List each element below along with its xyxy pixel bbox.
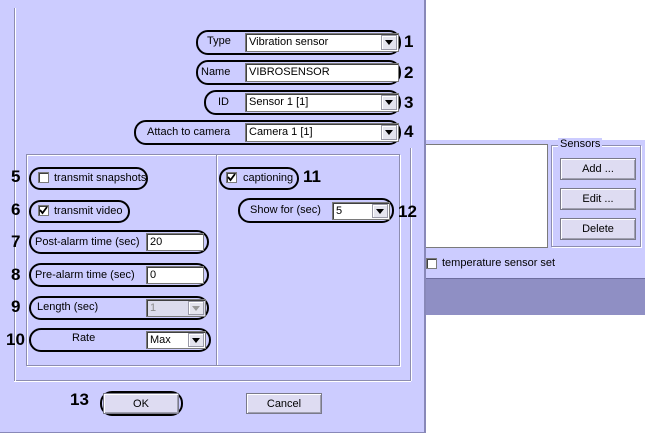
check-icon [39,206,48,215]
ok-highlight [100,391,183,416]
captioning-label: captioning [243,172,294,184]
chevron-down-icon[interactable] [381,35,397,50]
transmit-video-checkbox[interactable] [38,205,49,216]
id-value: Sensor 1 [1] [249,96,309,108]
length-highlight [29,296,209,320]
dialog-frame-right [410,148,411,381]
captioning-highlight [219,167,299,190]
id-highlight [204,90,401,115]
background-strip [426,278,645,315]
transmit-snapshots-label: transmit snapshots [54,172,147,184]
camera-value: Camera 1 [1] [249,126,313,138]
chevron-down-icon[interactable] [188,301,204,315]
edit-sensor-button[interactable]: Edit ... [560,188,636,210]
camera-select[interactable]: Camera 1 [1] [245,123,399,142]
chevron-down-icon[interactable] [188,333,204,347]
callout-11: 11 [303,167,321,186]
group-divider [216,155,217,365]
camera-highlight [134,120,401,145]
transmit-video-label: transmit video [54,205,123,217]
length-value: 1 [150,302,157,314]
check-icon [227,173,236,182]
snapshots-highlight [29,167,148,190]
delete-sensor-button[interactable]: Delete [560,218,636,240]
callout-1: 1 [404,32,414,51]
length-select[interactable]: 1 [146,299,206,317]
length-label: Length (sec) [37,301,99,313]
post-alarm-label: Post-alarm time (sec) [35,236,140,248]
callout-12: 12 [398,202,417,221]
show-for-select[interactable]: 5 [332,202,390,220]
temperature-sensor-checkbox[interactable] [426,258,437,269]
rate-value: Max [150,334,171,346]
chevron-down-icon[interactable] [381,95,397,110]
camera-label: Attach to camera [147,126,231,138]
callout-6: 6 [11,200,21,219]
name-input[interactable]: VIBROSENSOR [245,63,399,82]
rate-label: Rate [72,332,96,344]
pre-alarm-highlight [29,263,209,287]
callout-8: 8 [11,265,21,284]
callout-13: 13 [70,390,89,409]
dialog-frame-left [14,8,15,381]
dialog-separator [14,380,411,381]
post-alarm-input[interactable]: 20 [146,233,204,251]
add-sensor-button[interactable]: Add ... [560,158,636,180]
options-group [26,154,400,366]
captioning-checkbox[interactable] [226,172,237,183]
type-value: Vibration sensor [249,36,329,48]
pre-alarm-input[interactable]: 0 [146,266,204,284]
sensors-group-label: Sensors [558,138,603,150]
ok-button[interactable]: OK [103,393,179,414]
callout-2: 2 [404,63,414,82]
transmit-snapshots-checkbox[interactable] [38,172,49,183]
sensor-list[interactable] [426,144,548,248]
callout-4: 4 [404,122,414,141]
chevron-down-icon[interactable] [381,125,397,140]
show-for-value: 5 [336,205,343,217]
id-label: ID [218,96,229,108]
chevron-down-icon[interactable] [372,204,388,218]
name-label: Name [201,66,231,78]
temperature-sensor-label: temperature sensor set [442,257,556,269]
name-highlight [196,60,401,85]
id-select[interactable]: Sensor 1 [1] [245,93,399,112]
video-highlight [29,200,130,223]
callout-5: 5 [11,167,21,186]
type-highlight [196,30,401,55]
cancel-button[interactable]: Cancel [246,393,322,414]
callout-10: 10 [6,330,25,349]
pre-alarm-label: Pre-alarm time (sec) [35,269,135,281]
rate-select[interactable]: Max [146,331,206,349]
callout-9: 9 [11,297,21,316]
show-for-label: Show for (sec) [250,204,321,216]
type-label: Type [207,35,231,47]
callout-7: 7 [11,232,21,251]
callout-3: 3 [404,93,414,112]
show-for-highlight [238,198,394,223]
type-select[interactable]: Vibration sensor [245,33,399,52]
post-alarm-highlight [29,230,209,254]
rate-highlight [29,328,211,352]
